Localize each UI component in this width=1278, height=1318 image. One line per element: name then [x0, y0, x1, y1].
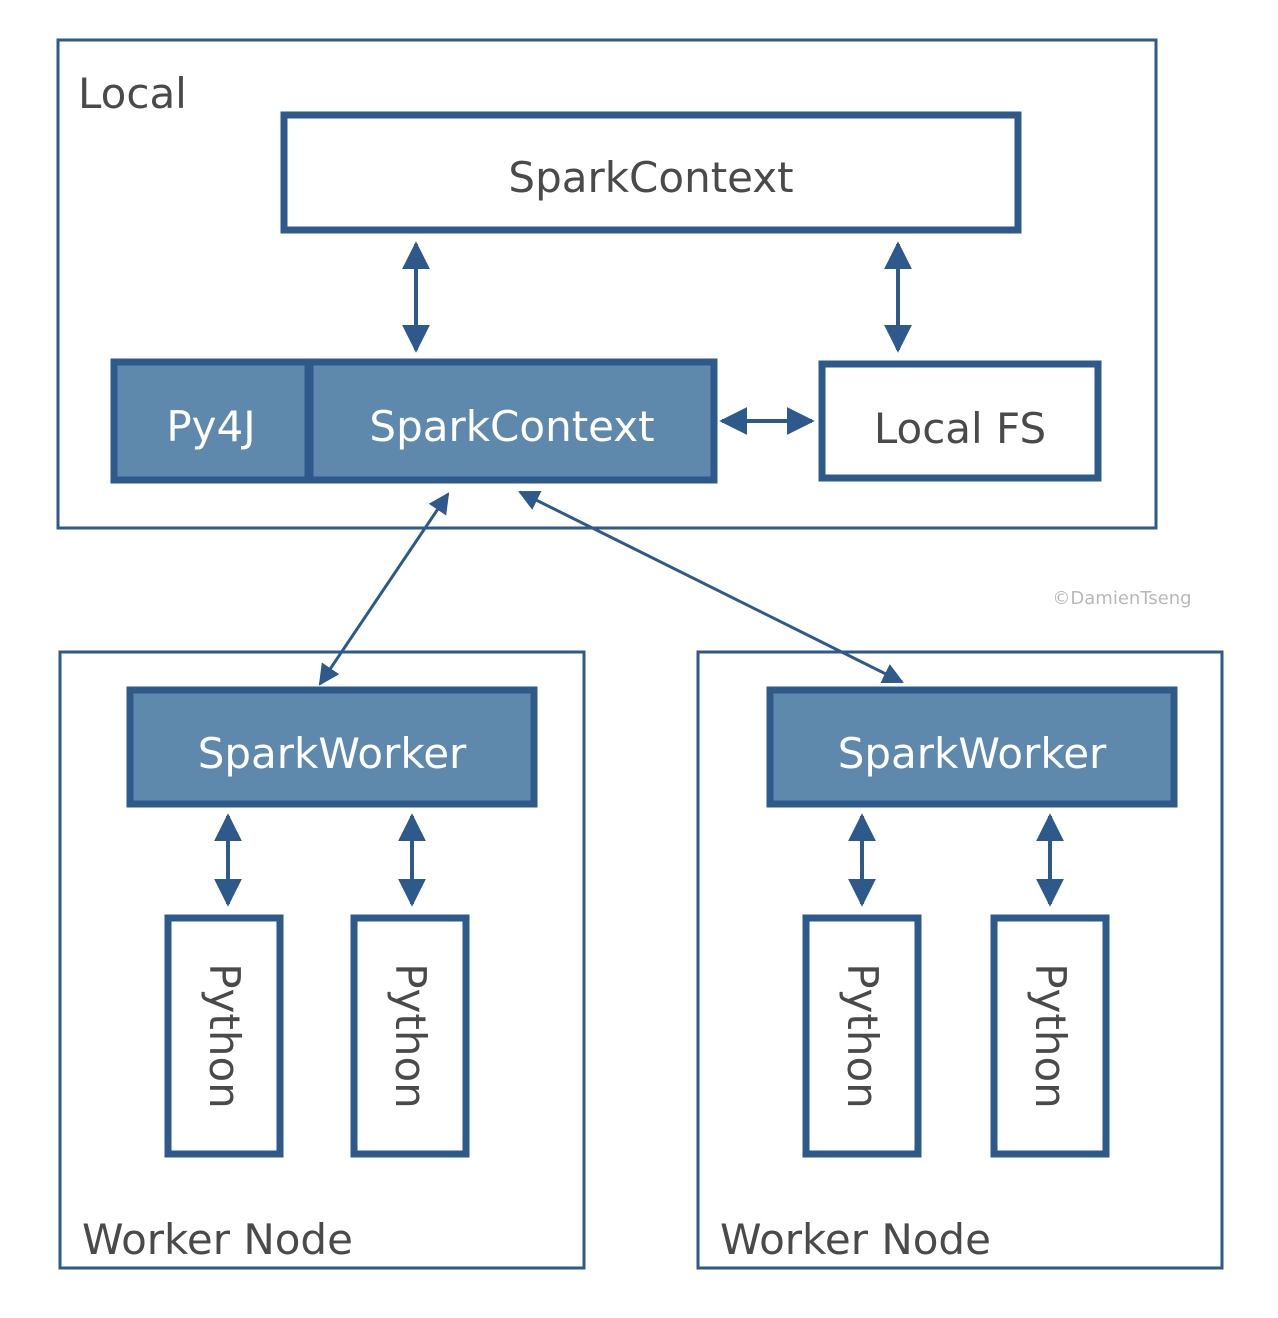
- spark-context-label: SparkContext: [369, 402, 654, 451]
- spark-worker-1-box: SparkWorker: [126, 686, 538, 808]
- python-label-1-1: Python: [200, 963, 249, 1109]
- watermark: ©DamienTseng: [1052, 588, 1191, 609]
- worker-node-1: Worker Node SparkWorker Python Python: [58, 650, 586, 1270]
- python-label-1-2: Python: [386, 963, 435, 1109]
- local-fs-box: Local FS: [818, 360, 1102, 482]
- py4j-box: Py4J: [110, 358, 312, 484]
- python-label-2-2: Python: [1026, 963, 1075, 1109]
- spark-worker-2-label: SparkWorker: [838, 729, 1107, 778]
- python-box-2-1: Python: [802, 914, 922, 1158]
- spark-context-top-box: SparkContext: [280, 111, 1022, 234]
- spark-worker-2-box: SparkWorker: [766, 686, 1178, 808]
- python-box-1-1: Python: [164, 914, 284, 1158]
- worker-node-2-label: Worker Node: [720, 1215, 991, 1264]
- spark-context-box: SparkContext: [306, 358, 718, 484]
- arrow-context-to-worker-1: [318, 492, 450, 686]
- local-label: Local: [78, 69, 187, 118]
- python-label-2-1: Python: [838, 963, 887, 1109]
- local-fs-label: Local FS: [874, 404, 1046, 453]
- python-box-2-2: Python: [990, 914, 1110, 1158]
- arrow-context-to-worker-2: [518, 490, 904, 684]
- python-box-1-2: Python: [350, 914, 470, 1158]
- spark-worker-1-label: SparkWorker: [198, 729, 467, 778]
- worker-node-2: Worker Node SparkWorker Python Python: [696, 650, 1224, 1270]
- py4j-label: Py4J: [166, 402, 255, 451]
- worker-node-1-label: Worker Node: [82, 1215, 353, 1264]
- spark-context-top-label: SparkContext: [508, 153, 793, 202]
